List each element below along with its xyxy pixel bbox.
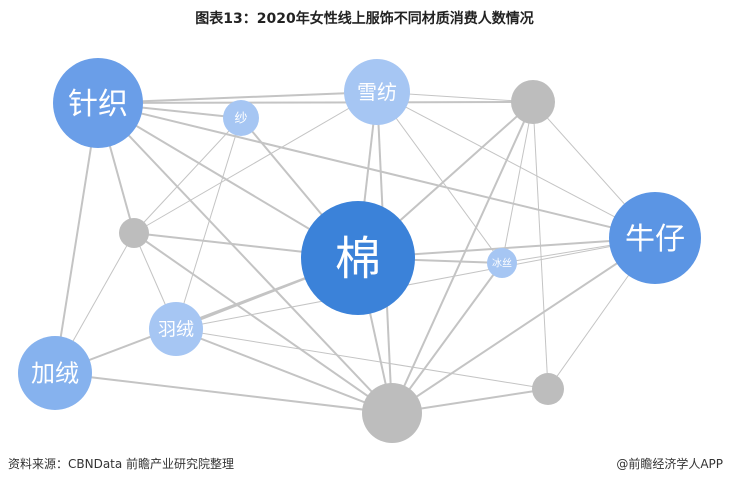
node-circle (53, 58, 143, 148)
node-niuzai: 牛仔 (609, 192, 701, 284)
node-jiarong: 加绒 (18, 336, 92, 410)
node-g2 (119, 218, 149, 248)
node-label: 加绒 (31, 360, 79, 388)
edge-yurong-g4 (175, 328, 393, 414)
node-mian: 棉 (301, 201, 415, 315)
node-circle (532, 373, 564, 405)
node-label: 冰丝 (492, 257, 512, 270)
node-g1 (511, 80, 555, 124)
edge-zhenzhi-niuzai (97, 102, 656, 239)
edge-niuzai-g4 (391, 237, 656, 414)
node-label: 棉 (335, 232, 381, 286)
edge-xuefang-niuzai (376, 91, 656, 239)
edge-zhenzhi-xuefang (97, 91, 378, 104)
node-bingsi: 冰丝 (487, 248, 517, 278)
node-circle (301, 201, 415, 315)
edge-xuefang-g2 (133, 91, 378, 234)
node-g4 (362, 383, 422, 443)
node-xuefang: 雪纺 (344, 59, 410, 125)
source-note: 资料来源：CBNData 前瞻产业研究院整理 (8, 457, 235, 471)
edge-zhenzhi-jiarong (54, 102, 99, 374)
edge-g1-bingsi (501, 101, 534, 264)
node-circle (511, 80, 555, 124)
edge-zhenzhi-g4 (97, 102, 393, 414)
node-circle (119, 218, 149, 248)
edge-xuefang-bingsi (376, 91, 503, 264)
node-circle (149, 302, 203, 356)
edge-yurong-g3 (175, 328, 549, 390)
node-circle (362, 383, 422, 443)
node-circle (18, 336, 92, 410)
edge-zhenzhi-g1 (97, 101, 534, 104)
node-label: 牛仔 (625, 222, 685, 257)
edge-g2-g4 (133, 232, 393, 414)
node-sha: 纱 (223, 100, 259, 136)
node-circle (609, 192, 701, 284)
edge-sha-g2 (133, 117, 242, 234)
node-label: 雪纺 (357, 80, 397, 104)
edge-sha-yurong (175, 117, 242, 330)
node-label: 针织 (68, 87, 128, 122)
node-circle (223, 100, 259, 136)
brand-credit: @前瞻经济学人APP (616, 457, 723, 471)
node-yurong: 羽绒 (149, 302, 203, 356)
figure-title: 图表13：2020年女性线上服饰不同材质消费人数情况 (195, 11, 534, 27)
node-zhenzhi: 针织 (53, 58, 143, 148)
edge-jiarong-g4 (54, 372, 393, 414)
edge-g1-g4 (391, 101, 534, 414)
node-g3 (532, 373, 564, 405)
edge-niuzai-yurong (175, 237, 656, 330)
node-circle (487, 248, 517, 278)
node-label: 纱 (234, 112, 247, 127)
node-label: 羽绒 (158, 319, 194, 340)
edge-bingsi-g4 (391, 262, 503, 414)
node-circle (344, 59, 410, 125)
